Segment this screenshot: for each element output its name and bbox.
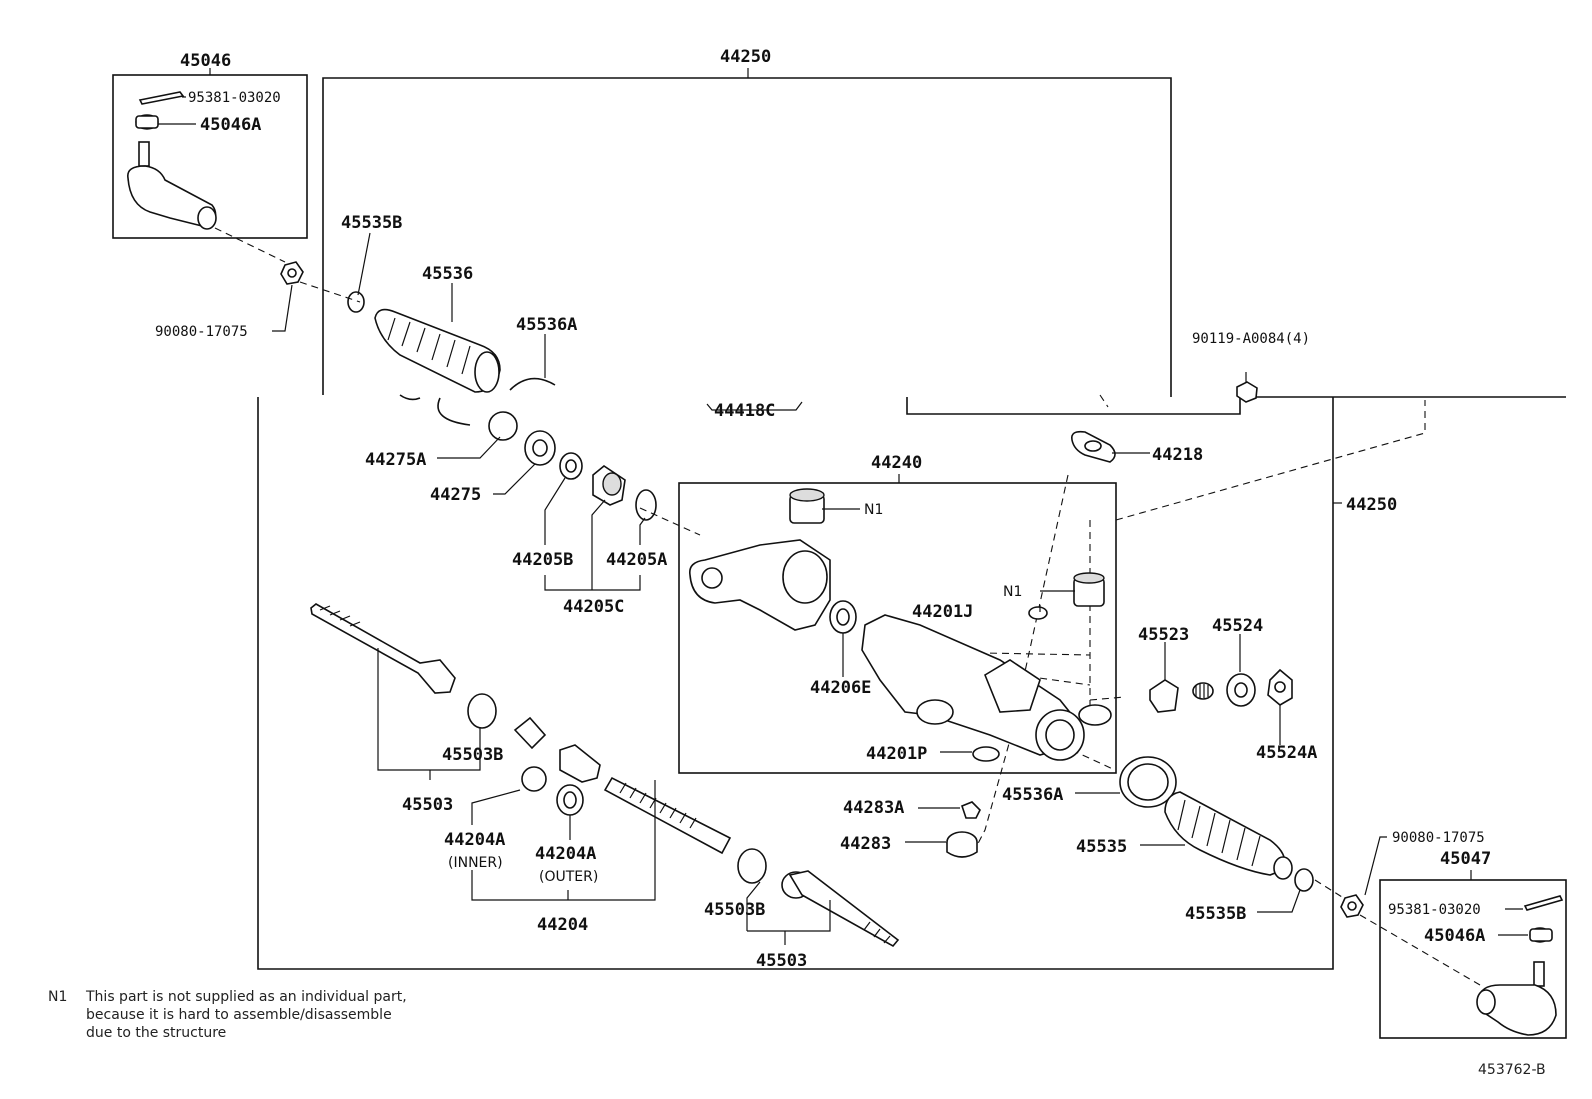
assembly-frames xyxy=(112,68,1567,1039)
tie-rod-end-box-right xyxy=(1379,879,1567,1039)
label-45503-lower: 45503 xyxy=(756,951,807,971)
rack-housing xyxy=(688,488,1112,762)
label-44204A-outer: 44204A xyxy=(535,844,596,864)
label-45046A-left: 45046A xyxy=(200,115,261,135)
label-95381-03020-right: 95381-03020 xyxy=(1388,902,1481,918)
label-45046: 45046 xyxy=(180,51,231,71)
label-44240: 44240 xyxy=(871,453,922,473)
label-95381-03020-left: 95381-03020 xyxy=(188,90,281,106)
label-44201J: 44201J xyxy=(912,602,973,622)
label-45536A-right: 45536A xyxy=(1002,785,1063,805)
label-inner: (INNER) xyxy=(448,855,503,871)
rack-guide-parts xyxy=(1149,668,1293,713)
label-45536: 45536 xyxy=(422,264,473,284)
label-45503B-upper: 45503B xyxy=(442,745,503,765)
boot-left xyxy=(347,291,556,426)
label-45523: 45523 xyxy=(1138,625,1189,645)
label-44275A: 44275A xyxy=(365,450,426,470)
footnote-text: This part is not supplied as an individu… xyxy=(86,989,407,1041)
part-labels: 45046 95381-03020 45046A 44250 45535B 45… xyxy=(155,47,1491,971)
label-n1-lower: N1 xyxy=(1003,584,1022,600)
label-45046A-right: 45046A xyxy=(1424,926,1485,946)
hex-nuts xyxy=(280,261,1364,918)
label-90119-A0084: 90119-A0084(4) xyxy=(1192,331,1310,347)
label-45535B-left: 45535B xyxy=(341,213,402,233)
label-45524: 45524 xyxy=(1212,616,1263,636)
label-44250-right: 44250 xyxy=(1346,495,1397,515)
label-44204: 44204 xyxy=(537,915,588,935)
label-90080-17075-right: 90080-17075 xyxy=(1392,830,1485,846)
seals-44283 xyxy=(946,801,981,858)
label-44205A: 44205A xyxy=(606,550,667,570)
label-n1-upper: N1 xyxy=(864,502,883,518)
housing-box-44240 xyxy=(678,482,1117,774)
label-44205C: 44205C xyxy=(563,597,624,617)
tie-rod-end-right xyxy=(1476,895,1564,1036)
label-90080-17075-left: 90080-17075 xyxy=(155,324,248,340)
leader-lines xyxy=(158,96,1528,945)
rack-bar xyxy=(513,716,732,855)
label-44204A-inner: 44204A xyxy=(444,830,505,850)
gasket-44218 xyxy=(1070,372,1258,463)
label-44275: 44275 xyxy=(430,485,481,505)
label-45503B-lower: 45503B xyxy=(704,900,765,920)
label-45536A-top: 45536A xyxy=(516,315,577,335)
inner-tie-rods xyxy=(310,603,900,948)
label-44218: 44218 xyxy=(1152,445,1203,465)
boot-right xyxy=(1119,756,1314,892)
label-44250-top: 44250 xyxy=(720,47,771,67)
main-assembly-outline xyxy=(257,77,1566,970)
footnote-key: N1 xyxy=(48,989,68,1005)
label-44201P: 44201P xyxy=(866,744,927,764)
label-44206E: 44206E xyxy=(810,678,871,698)
label-44418C: 44418C xyxy=(714,401,775,421)
label-45047: 45047 xyxy=(1440,849,1491,869)
label-44283A: 44283A xyxy=(843,798,904,818)
tie-rod-end-left xyxy=(127,91,217,230)
label-45503-upper: 45503 xyxy=(402,795,453,815)
label-45535: 45535 xyxy=(1076,837,1127,857)
label-45524A: 45524A xyxy=(1256,743,1317,763)
label-44283: 44283 xyxy=(840,834,891,854)
diagram-code: 453762-B xyxy=(1478,1062,1546,1078)
bushings-left xyxy=(488,411,657,521)
label-44205B: 44205B xyxy=(512,550,573,570)
label-outer: (OUTER) xyxy=(539,869,598,885)
label-45535B-right: 45535B xyxy=(1185,904,1246,924)
footnote: N1 This part is not supplied as an indiv… xyxy=(48,988,488,1042)
